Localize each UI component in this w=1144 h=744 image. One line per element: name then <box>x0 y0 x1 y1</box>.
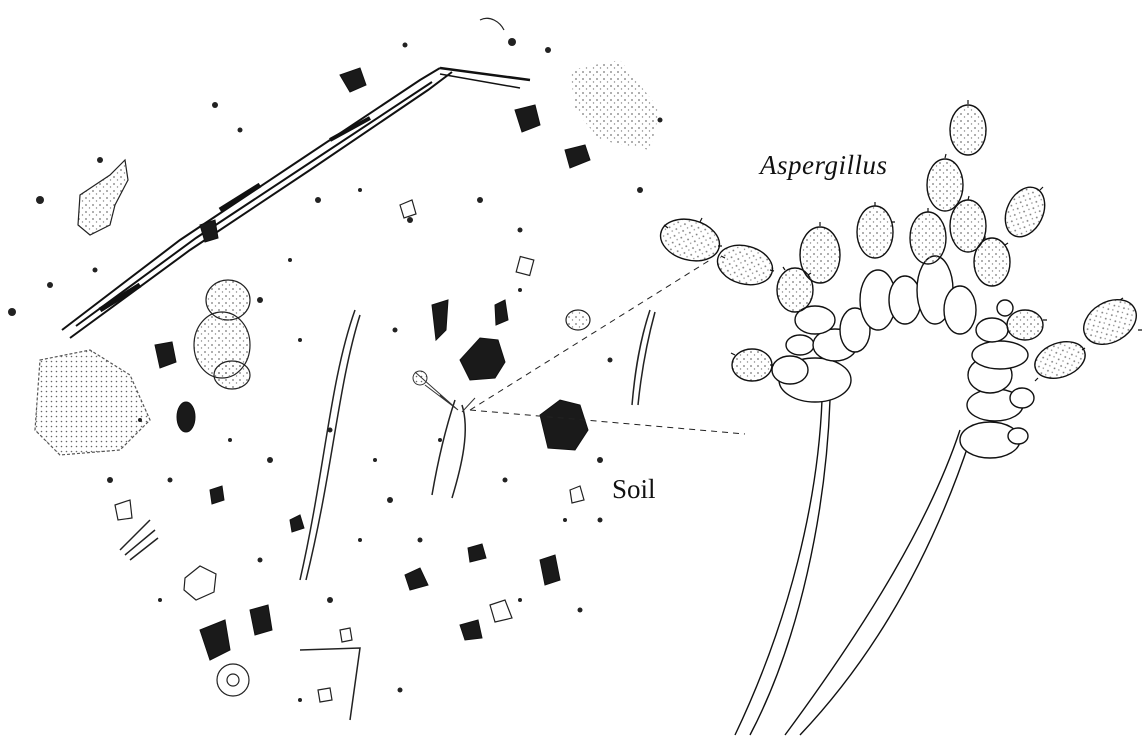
stipe-right <box>784 429 961 736</box>
soil-sample <box>8 17 663 721</box>
soil-hyphae <box>119 309 656 721</box>
soil-debris <box>8 38 663 702</box>
stipe-left-inner <box>749 399 831 736</box>
right-vesicle <box>959 299 1035 459</box>
organic-particles <box>154 67 591 661</box>
conidia-spines <box>663 100 1142 382</box>
aspergillus-conidiophore <box>659 100 1142 736</box>
conidia <box>659 104 1137 382</box>
mineral-grains <box>34 60 660 456</box>
soil-label: Soil <box>612 474 656 504</box>
plant-fiber <box>61 66 531 339</box>
zoom-leader-lines <box>469 259 746 435</box>
aspergillus-label: Aspergillus <box>760 150 888 180</box>
soil-aspergillus-colony <box>412 370 476 413</box>
stipe-right-inner <box>799 439 971 736</box>
stipe-left <box>734 399 823 736</box>
left-vesicle <box>771 255 977 403</box>
soil-fragments <box>114 17 585 703</box>
